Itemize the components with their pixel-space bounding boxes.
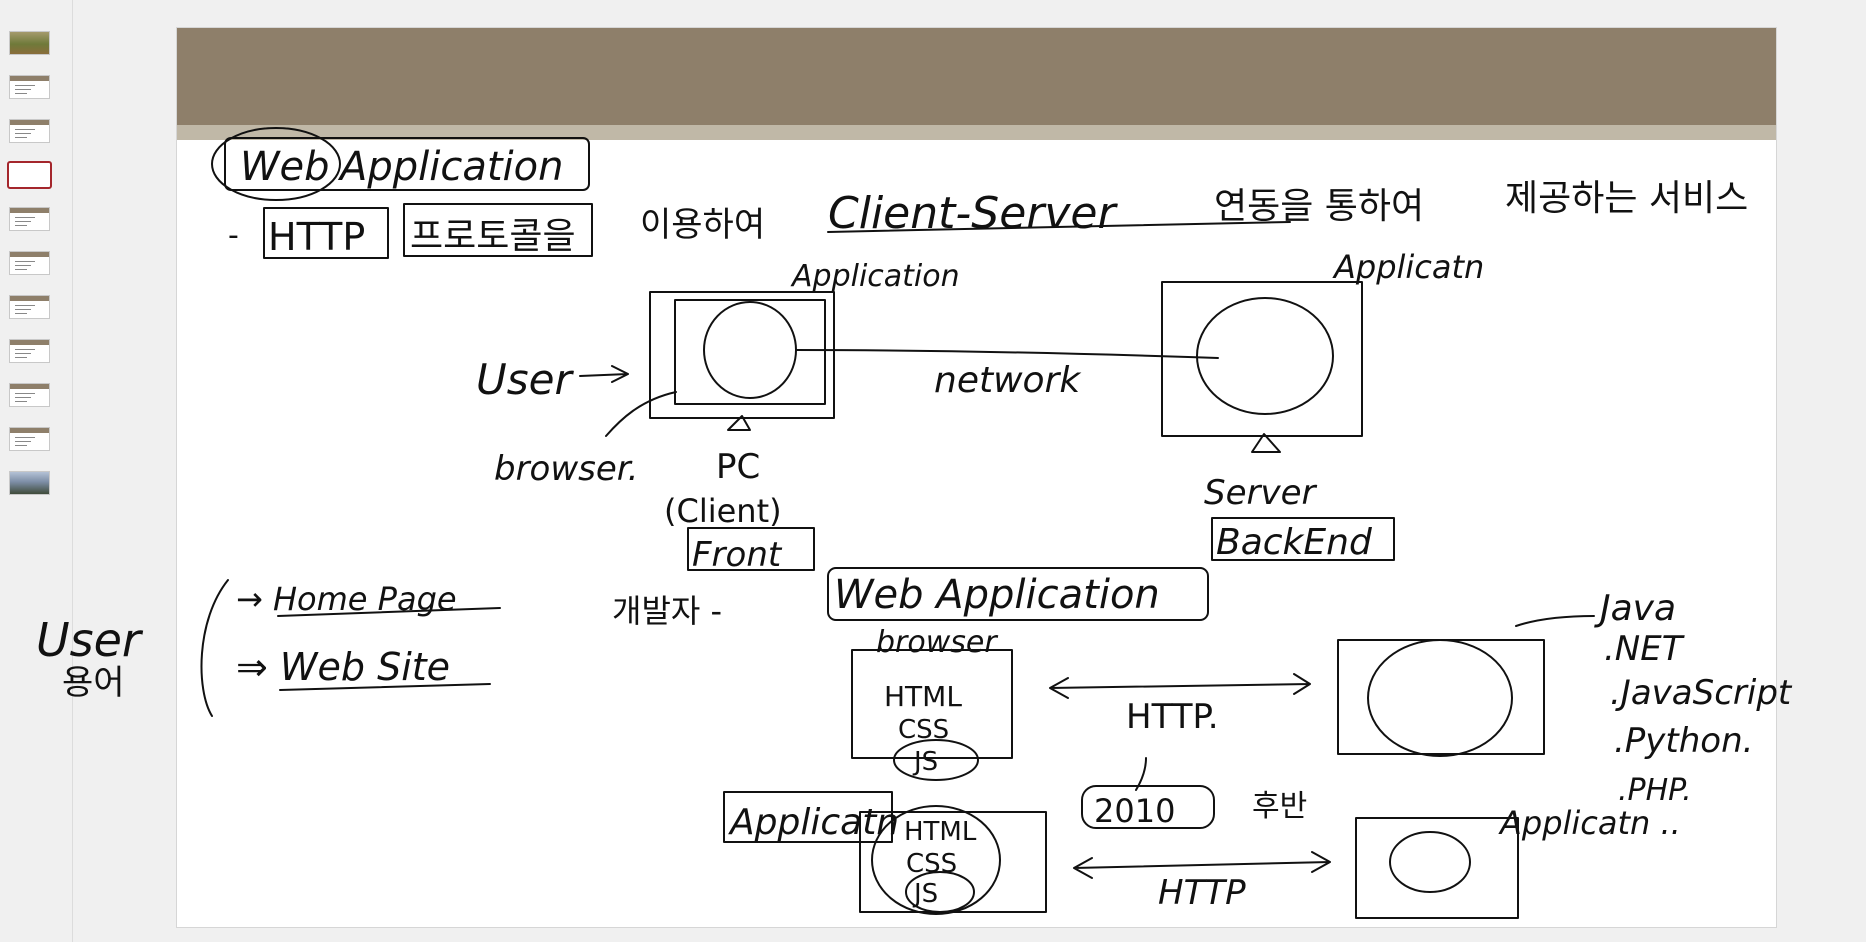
thumb-text-line (15, 217, 35, 218)
slide-thumbnail-6[interactable] (9, 251, 50, 275)
thumb-text-line (15, 313, 27, 314)
slide-header-band (177, 28, 1776, 125)
thumb-band (10, 208, 49, 213)
thumb-text-line (15, 225, 27, 226)
thumb-text-line (15, 305, 35, 306)
thumb-text-line (15, 353, 31, 354)
thumb-text-line (15, 309, 31, 310)
slide-thumbnail-2[interactable] (9, 75, 50, 99)
slide-thumbnail-8[interactable] (9, 339, 50, 363)
slide-thumbnail-11[interactable] (9, 471, 50, 495)
slide-thumbnail-4[interactable] (7, 161, 52, 189)
thumb-text-line (15, 221, 31, 222)
thumb-text-line (15, 85, 35, 86)
slide-thumbnail-5[interactable] (9, 207, 50, 231)
thumb-band (10, 296, 49, 301)
thumb-text-line (15, 129, 35, 130)
thumb-text-line (15, 441, 31, 442)
slide-thumbnail-1[interactable] (9, 31, 50, 55)
thumb-text-line (15, 397, 31, 398)
thumb-text-line (15, 401, 27, 402)
thumb-text-line (15, 269, 27, 270)
thumb-text-line (15, 89, 31, 90)
slide-thumbnail-pane[interactable] (0, 0, 73, 942)
slide-thumbnail-7[interactable] (9, 295, 50, 319)
slide-thumbnail-10[interactable] (9, 427, 50, 451)
thumb-band (10, 76, 49, 81)
slide-sub-band (177, 125, 1776, 140)
thumb-text-line (15, 265, 31, 266)
thumb-band (10, 340, 49, 345)
slide-thumbnail-3[interactable] (9, 119, 50, 143)
thumb-text-line (15, 137, 27, 138)
thumb-band (10, 428, 49, 433)
thumb-band (10, 384, 49, 389)
thumb-text-line (15, 133, 31, 134)
current-slide[interactable] (176, 27, 1777, 928)
thumb-text-line (15, 437, 35, 438)
thumb-text-line (15, 357, 27, 358)
thumb-text-line (15, 261, 35, 262)
thumb-band (10, 252, 49, 257)
thumb-text-line (15, 393, 35, 394)
slide-thumbnail-9[interactable] (9, 383, 50, 407)
thumb-text-line (15, 349, 35, 350)
thumb-text-line (15, 93, 27, 94)
thumb-text-line (15, 445, 27, 446)
thumb-band (10, 120, 49, 125)
